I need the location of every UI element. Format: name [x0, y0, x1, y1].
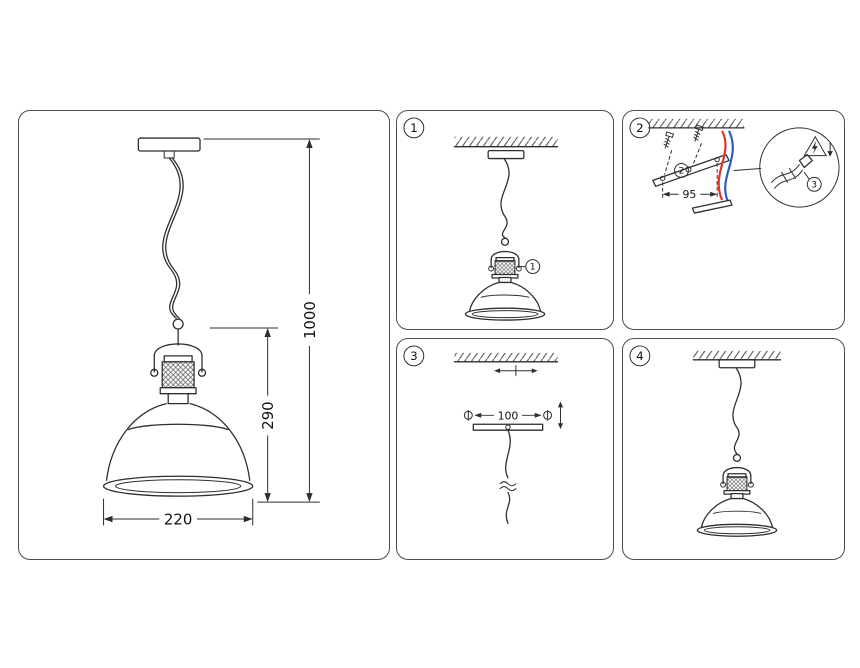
blue-wire: [724, 130, 734, 203]
step-1-badge: 1: [403, 117, 425, 139]
ceiling-hatch: [453, 136, 559, 148]
dimension-overall-height: 1000: [203, 138, 320, 503]
wire-connector: [798, 153, 813, 169]
lamp-canopy: [487, 149, 525, 160]
ceiling-hatch: [692, 350, 782, 361]
dimension-lamp-height: 290: [209, 327, 279, 503]
mounting-bar: [472, 423, 544, 431]
ceiling-hatch: [453, 352, 559, 363]
screw-head-icon: [543, 409, 553, 421]
down-arrow-icon: [827, 142, 833, 157]
main-lamp-drawing: 1000 290: [102, 137, 320, 529]
callout-2: 2: [679, 166, 685, 176]
dimension-bracket-distance: 100: [463, 401, 564, 430]
step-3-badge: 3: [403, 345, 425, 367]
lamp-shade: [696, 497, 778, 537]
detail-leader-line: [733, 167, 762, 171]
step-1-number: 1: [410, 121, 418, 135]
plate-callout: 2: [674, 163, 689, 178]
step-4-badge: 4: [629, 345, 651, 367]
lamp-socket: [159, 355, 197, 405]
warning-icon: [803, 135, 828, 157]
red-wire: [717, 130, 727, 201]
overall-height-value: 1000: [301, 301, 319, 339]
step-4-number: 4: [636, 349, 644, 363]
ceiling-hatch: [648, 118, 745, 129]
step-3-drawing: 3: [403, 345, 564, 524]
screw-icon: [693, 124, 704, 142]
step-3-panel: 3: [396, 338, 614, 560]
lamp-cord: [732, 367, 742, 463]
dimension-mounting-distance: 95: [662, 163, 718, 203]
alignment-indicator: [494, 365, 538, 377]
step-4-drawing: 4: [629, 345, 782, 537]
shade-diameter-value: 220: [164, 510, 192, 528]
step-4-panel: 4: [622, 338, 845, 560]
screw-icon: [663, 131, 675, 149]
callout-3: 3: [811, 180, 817, 190]
vertical-adjust-arrow: [557, 401, 564, 430]
main-dimension-panel: 1000 290: [18, 110, 390, 560]
wiring-callout: 3: [803, 171, 822, 192]
lamp-shade: [464, 281, 546, 321]
lamp-canopy: [137, 137, 201, 159]
step-2-badge: 2: [629, 117, 651, 139]
screw-guide-line: [664, 150, 673, 175]
lamp-shade: [102, 402, 254, 497]
dimension-shade-diameter: 220: [103, 498, 254, 529]
lamp-yoke: [720, 466, 754, 488]
lamp-height-value: 290: [259, 401, 277, 429]
lamp-socket: [723, 473, 751, 500]
hanging-wire: [499, 429, 517, 524]
wiring-detail-circle: 3: [759, 127, 840, 208]
step-2-number: 2: [636, 121, 644, 135]
step-3-number: 3: [410, 349, 418, 363]
screw-head-icon: [463, 409, 473, 421]
screw-guide-line: [691, 143, 702, 167]
step-2-drawing: 2: [629, 117, 840, 214]
socket-callout: 1: [516, 259, 541, 274]
lamp-cord: [500, 157, 510, 246]
step-1-drawing: 1: [403, 117, 559, 321]
lamp-socket: [491, 257, 519, 284]
callout-1: 1: [530, 263, 536, 273]
step-1-panel: 1: [396, 110, 614, 330]
lamp-canopy: [718, 359, 756, 369]
step-2-panel: 2: [622, 110, 845, 330]
lamp-yoke: [150, 318, 207, 377]
lamp-cord: [162, 157, 184, 319]
canopy-plate: [691, 199, 733, 214]
mounting-distance-value: 95: [682, 188, 696, 201]
bracket-distance-value: 100: [498, 409, 519, 422]
